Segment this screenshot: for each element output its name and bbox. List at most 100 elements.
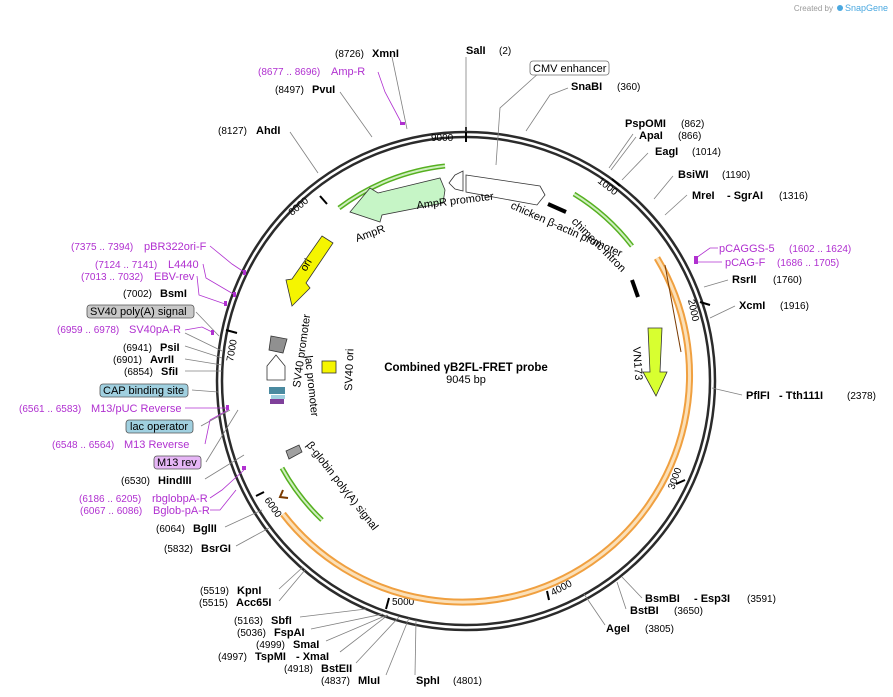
site-mlui[interactable]: MluI xyxy=(358,675,380,687)
cap-binding-box[interactable] xyxy=(99,383,189,398)
credit-text: Created by xyxy=(794,4,833,13)
site-bstbi[interactable]: BstBI xyxy=(630,605,659,617)
svg-text:(360): (360) xyxy=(617,82,640,93)
label-vn173: VN173 xyxy=(630,346,644,380)
site-ahdi[interactable]: AhdI xyxy=(256,125,280,137)
tick-7000: 7000 xyxy=(225,338,240,362)
primer-ebv-rev[interactable]: EBV-rev xyxy=(154,271,195,283)
site-snabi[interactable]: SnaBI xyxy=(571,81,602,93)
cap-binding-marker xyxy=(269,387,285,394)
primer-leaders xyxy=(184,71,722,511)
site-avrii[interactable]: AvrII xyxy=(150,354,174,366)
tick-1000: 1000 xyxy=(595,176,620,199)
label-bglobin: β-globin poly(A) signal xyxy=(304,439,381,532)
primer-m13-puc-reverse[interactable]: M13/pUC Reverse xyxy=(91,403,181,415)
site-sfii[interactable]: SfiI xyxy=(161,366,178,378)
site-psii[interactable]: PsiI xyxy=(160,342,180,354)
site-hindiii[interactable]: HindIII xyxy=(158,475,192,487)
cds-arc-line xyxy=(664,264,682,353)
site-mrei[interactable]: MreI xyxy=(692,190,715,202)
sv40-promoter-box[interactable] xyxy=(268,335,288,354)
svg-text:(866): (866) xyxy=(678,131,701,142)
svg-text:(4918): (4918) xyxy=(284,664,313,675)
site-bsmi[interactable]: BsmI xyxy=(160,288,187,300)
primer-pbr322ori-f[interactable]: pBR322ori-F xyxy=(144,241,207,253)
site-rsrii[interactable]: RsrII xyxy=(732,274,756,286)
site-bsrgi[interactable]: BsrGI xyxy=(201,543,231,555)
svg-text:(8677 .. 8696): (8677 .. 8696) xyxy=(258,67,320,78)
svg-text:(5036): (5036) xyxy=(237,628,266,639)
svg-text:(1916): (1916) xyxy=(780,301,809,312)
svg-text:(6064): (6064) xyxy=(156,524,185,535)
site-sphi[interactable]: SphI xyxy=(416,675,440,687)
primer-pcaggs-5[interactable]: pCAGGS-5 xyxy=(719,243,775,255)
svg-text:(6186 .. 6205): (6186 .. 6205) xyxy=(79,494,141,505)
site-acc65i[interactable]: Acc65I xyxy=(236,597,271,609)
site-bsiwi[interactable]: BsiWI xyxy=(678,169,709,181)
svg-text:(5163): (5163) xyxy=(234,616,263,627)
site-pflfi[interactable]: PflFI xyxy=(746,390,770,402)
primer-m13-reverse[interactable]: M13 Reverse xyxy=(124,439,189,451)
svg-text:(6941): (6941) xyxy=(123,343,152,354)
svg-text:(6901): (6901) xyxy=(113,355,142,366)
site-xcmi[interactable]: XcmI xyxy=(739,300,765,312)
lac-promoter-arrow[interactable] xyxy=(266,354,286,381)
site-tspmi[interactable]: TspMI xyxy=(255,651,286,663)
ampr-promoter-arrow[interactable] xyxy=(448,170,464,192)
site-smai[interactable]: SmaI xyxy=(293,639,319,651)
map-title: Combined γB2FL-FRET probe xyxy=(384,362,548,374)
bglobin-box[interactable] xyxy=(285,444,303,460)
site-agei[interactable]: AgeI xyxy=(606,623,630,635)
lac-operator-box[interactable] xyxy=(125,419,194,434)
site-xmni[interactable]: XmnI xyxy=(372,48,399,60)
site-kpni[interactable]: KpnI xyxy=(237,585,261,597)
label-ampr: AmpR xyxy=(354,223,387,245)
chicken-promoter-arrow[interactable] xyxy=(465,174,546,206)
m13-rev-label: M13 rev xyxy=(157,457,197,469)
site-bsmbi[interactable]: BsmBI xyxy=(645,593,680,605)
sv40-polya-label: SV40 poly(A) signal xyxy=(90,306,187,318)
vn173-arrow[interactable] xyxy=(642,327,668,397)
site-bglii[interactable]: BglII xyxy=(193,523,217,535)
svg-text:(1316): (1316) xyxy=(779,191,808,202)
primer-rbglobpa-r[interactable]: rbglobpA-R xyxy=(152,493,208,505)
svg-text:(4997): (4997) xyxy=(218,652,247,663)
tick-2000: 2000 xyxy=(685,298,700,322)
site-sali[interactable]: SalI xyxy=(466,45,486,57)
site-apai[interactable]: ApaI xyxy=(639,130,663,142)
cds-arc-inner xyxy=(281,257,691,604)
svg-text:(7002): (7002) xyxy=(123,289,152,300)
snapgene-logo-icon xyxy=(837,5,843,11)
sv40-polya-box[interactable] xyxy=(86,304,195,319)
site-sbfi[interactable]: SbfI xyxy=(271,615,292,627)
label-ori: ori xyxy=(298,257,315,274)
svg-text:(8497): (8497) xyxy=(275,85,304,96)
site-pspomi[interactable]: PspOMI xyxy=(625,118,666,130)
primer-sv40pa-r[interactable]: SV40pA-R xyxy=(129,324,181,336)
site-sgrai[interactable]: - SgrAI xyxy=(727,190,763,202)
site-fspai[interactable]: FspAI xyxy=(274,627,305,639)
site-pvui[interactable]: PvuI xyxy=(312,84,335,96)
tick-marks xyxy=(225,127,711,610)
site-xmai[interactable]: - XmaI xyxy=(296,651,329,663)
svg-text:(4999): (4999) xyxy=(256,640,285,651)
primer-bglob-pa-r[interactable]: Bglob-pA-R xyxy=(153,505,210,517)
m13-rev-box[interactable] xyxy=(153,455,202,470)
primer-l4440[interactable]: L4440 xyxy=(168,259,199,271)
lac-operator-marker xyxy=(271,395,285,399)
svg-text:(6548 .. 6564): (6548 .. 6564) xyxy=(52,440,114,451)
site-tth111i[interactable]: - Tth111I xyxy=(779,390,823,402)
sv40-ori-box[interactable] xyxy=(321,360,337,374)
cmv-enhancer-box[interactable] xyxy=(529,60,610,76)
site-eagi[interactable]: EagI xyxy=(655,146,678,158)
primer-amp-r[interactable]: Amp-R xyxy=(331,66,365,78)
site-bsteii[interactable]: BstEII xyxy=(321,663,352,675)
primer-pcag-f[interactable]: pCAG-F xyxy=(725,257,766,269)
tick-8000: 8000 xyxy=(287,195,311,218)
ori-arrow[interactable] xyxy=(285,235,334,307)
intron-marker xyxy=(547,202,567,214)
site-esp3i[interactable]: - Esp3I xyxy=(694,593,730,605)
credit-brand: SnapGene xyxy=(845,3,888,13)
ampr-arrow[interactable] xyxy=(349,177,446,223)
svg-text:(7124 .. 7141): (7124 .. 7141) xyxy=(95,260,157,271)
